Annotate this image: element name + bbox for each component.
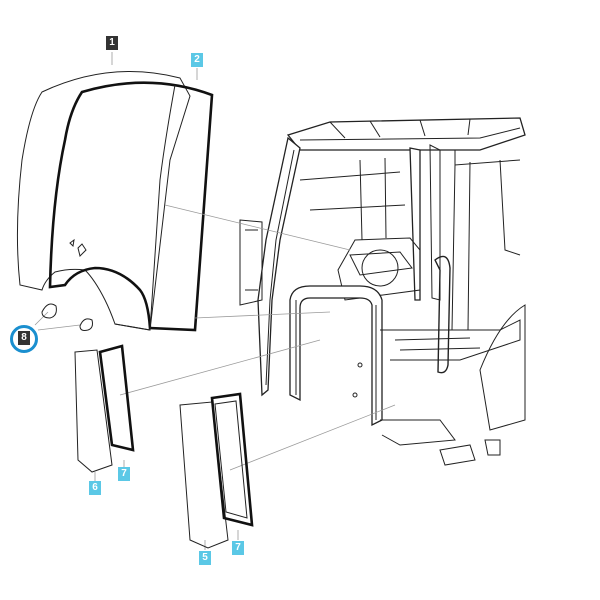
windscreen-glass [48,81,214,332]
callout-6[interactable]: 6 [89,481,101,495]
callout-7-left[interactable]: 7 [118,467,130,481]
callout-2[interactable]: 2 [191,53,203,67]
callout-1[interactable]: 1 [106,36,118,50]
callout-7-right[interactable]: 7 [232,541,244,555]
lower-glass-left [74,349,113,473]
callout-8[interactable]: 8 [18,331,30,345]
leader-lines [34,52,396,550]
callout-5[interactable]: 5 [199,551,211,565]
windscreen-outer [16,71,191,331]
seal-left [98,344,135,452]
cab-frame [239,117,526,466]
lower-glass-right [179,401,229,549]
highlight-ring [10,325,38,353]
seal-right [210,392,254,527]
mounting-clips [41,303,93,331]
